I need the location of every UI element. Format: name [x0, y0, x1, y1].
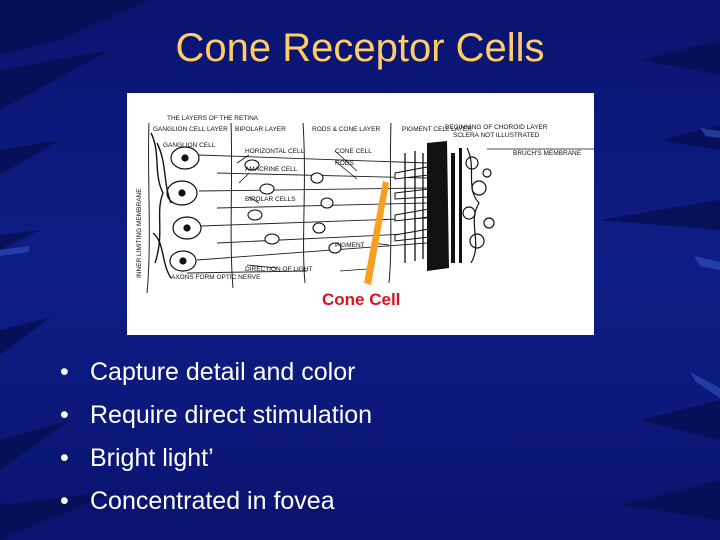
pigment-label: PIGMENT: [335, 242, 365, 249]
ganglion-layer-label: GANGLION CELL LAYER: [153, 126, 228, 133]
side-membrane-label: INNER LIMITING MEMBRANE: [136, 188, 143, 278]
cone-cell-label: CONE CELL: [335, 148, 372, 155]
bullet-list: • Capture detail and color • Require direc…: [60, 354, 372, 526]
amacrine-cell-label: AMACRINE CELL: [245, 166, 298, 173]
direction-of-light-label: DIRECTION OF LIGHT: [245, 266, 313, 273]
bullet-item: • Capture detail and color: [60, 354, 372, 397]
choroid-label: BEGINNING OF CHOROID LAYER: [445, 124, 548, 131]
bullet-item: • Concentrated in fovea: [60, 483, 372, 526]
sclera-label: SCLERA NOT ILLUSTRATED: [453, 132, 540, 139]
heading-label: THE LAYERS OF THE RETINA: [167, 115, 259, 122]
bullet-item: • Require direct stimulation: [60, 397, 372, 440]
bipolar-cells-label: BIPOLAR CELLS: [245, 196, 296, 203]
bullet-text: Bright light’: [90, 444, 214, 472]
rods-cone-layer-label: RODS & CONE LAYER: [312, 126, 380, 133]
cone-cell-pointer: [364, 181, 389, 285]
bullet-marker: •: [60, 358, 69, 386]
bullet-text: Require direct stimulation: [90, 401, 373, 429]
bullet-marker: •: [60, 487, 69, 515]
pigment-layer-label: PIGMENT CELL LAYER: [402, 126, 472, 133]
ganglion-cell-label: GANGLION CELL: [163, 142, 216, 149]
bullet-text: Capture detail and color: [90, 358, 356, 386]
horizontal-cell-label: HORIZONTAL CELL: [245, 148, 305, 155]
slide-title: Cone Receptor Cells: [175, 26, 545, 70]
bullet-item: • Bright light’: [60, 440, 372, 483]
rods-label: RODS: [335, 160, 354, 167]
cone-cell-caption: Cone Cell: [322, 290, 401, 309]
bullet-text: Concentrated in fovea: [90, 487, 335, 515]
bruchs-label: BRUCH'S MEMBRANE: [513, 150, 582, 157]
bullet-marker: •: [60, 401, 69, 429]
bipolar-layer-label: BIPOLAR LAYER: [235, 126, 286, 133]
retina-layers-illustration: THE LAYERS OF THE RETINA GANGLION CELL L…: [136, 115, 594, 294]
axons-label: AXONS FORM OPTIC NERVE: [171, 274, 261, 281]
retina-diagram: THE LAYERS OF THE RETINA GANGLION CELL L…: [127, 93, 594, 335]
bullet-marker: •: [60, 444, 69, 472]
